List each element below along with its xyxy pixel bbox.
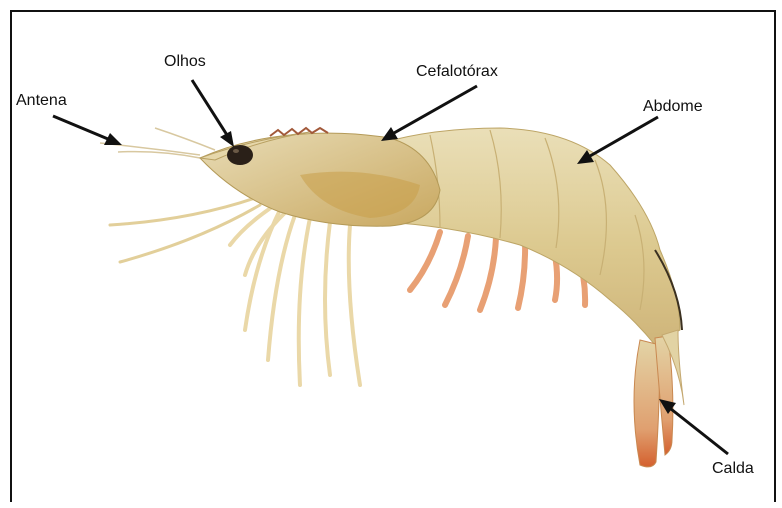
label-cefalotorax: Cefalotórax [416, 63, 498, 81]
antennules [110, 198, 260, 262]
label-olhos: Olhos [164, 53, 206, 71]
arrow-abdome [577, 117, 658, 164]
label-antena: Antena [16, 92, 67, 110]
pereiopods [230, 205, 360, 385]
label-abdome: Abdome [643, 98, 703, 116]
eye [227, 145, 253, 165]
tail-fan [634, 330, 684, 467]
label-calda: Calda [712, 460, 754, 478]
arrow-olhos [192, 80, 234, 147]
eye-highlight [233, 149, 239, 153]
arrow-antena [53, 116, 122, 145]
